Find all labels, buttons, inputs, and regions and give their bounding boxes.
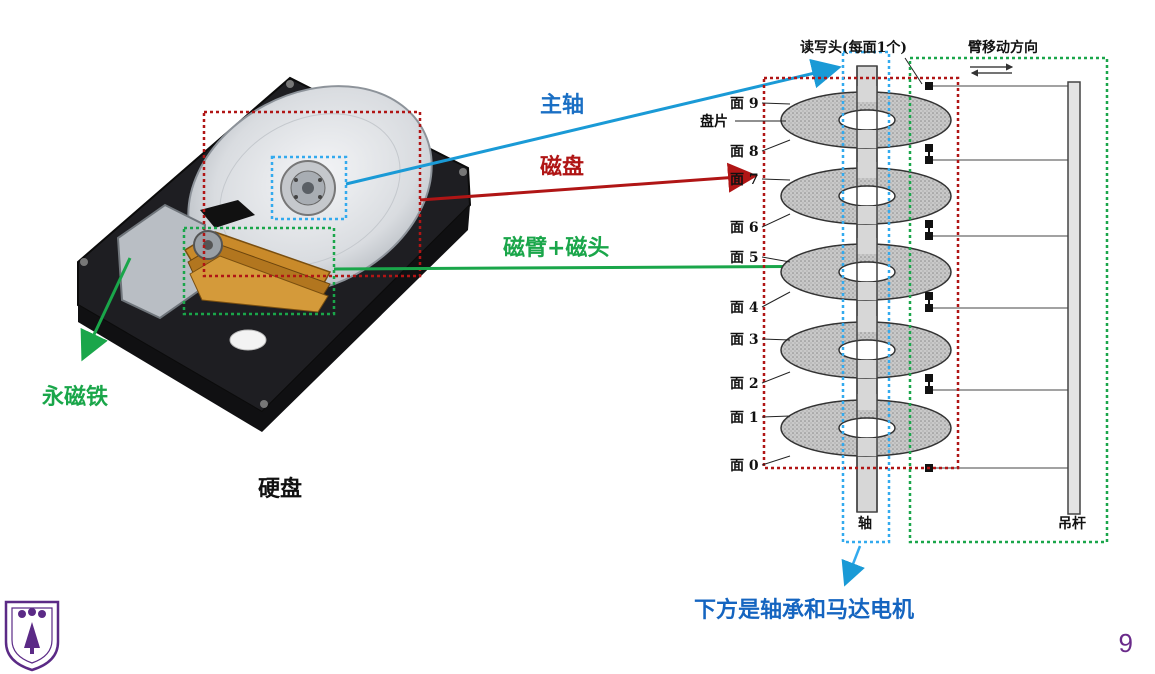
disk-schematic bbox=[780, 57, 1081, 515]
schematic-platter-box bbox=[762, 76, 960, 470]
arm-head-label: 磁臂+磁头 bbox=[503, 235, 609, 261]
platter-label: 磁盘 bbox=[540, 154, 584, 180]
surface-label: 面 2 bbox=[730, 376, 759, 392]
hdd-platter-box bbox=[202, 110, 422, 278]
page-number: 9 bbox=[1118, 628, 1133, 658]
platter-hole bbox=[838, 185, 896, 207]
spindle-label: 主轴 bbox=[540, 92, 584, 118]
axle-label: 轴 bbox=[858, 515, 872, 532]
hdd-arm-box bbox=[182, 226, 336, 316]
platter-diagram-label: 盘片 bbox=[700, 113, 728, 130]
surface-label: 面 6 bbox=[730, 220, 759, 236]
hanger-label: 吊杆 bbox=[1058, 515, 1086, 532]
schematic-axle-box bbox=[841, 50, 891, 544]
hdd-spindle-box bbox=[270, 155, 348, 221]
platter-hole bbox=[838, 417, 896, 439]
hdd-caption: 硬盘 bbox=[258, 476, 302, 502]
surface-label: 面 9 bbox=[730, 96, 759, 112]
surface-label: 面 0 bbox=[730, 458, 759, 474]
surface-label: 面 3 bbox=[730, 332, 759, 348]
platter-hole bbox=[838, 109, 896, 131]
university-logo bbox=[4, 600, 60, 672]
magnet-arrow bbox=[80, 257, 132, 362]
platter-arrow bbox=[419, 162, 758, 202]
surface-label: 面 8 bbox=[730, 144, 759, 160]
arm-direction-label: 臂移动方向 bbox=[968, 39, 1038, 56]
read-write-head bbox=[925, 82, 933, 90]
surface-label: 面 1 bbox=[730, 410, 759, 426]
magnet-label: 永磁铁 bbox=[42, 384, 108, 410]
platter-hole bbox=[838, 261, 896, 283]
hanger-rod bbox=[1067, 81, 1081, 515]
spindle-arrow bbox=[345, 58, 842, 186]
schematic-arm-box bbox=[908, 56, 1109, 544]
bottom-note: 下方是轴承和马达电机 bbox=[694, 597, 914, 623]
hard-disk-illustration bbox=[77, 76, 472, 432]
platter-hole bbox=[838, 339, 896, 361]
surface-label: 面 5 bbox=[730, 250, 759, 266]
surface-label: 面 7 bbox=[730, 172, 759, 188]
surface-label: 面 4 bbox=[730, 300, 759, 316]
hdd-chassis-side bbox=[78, 205, 470, 432]
rw-head-label: 读写头(每面1个) bbox=[800, 39, 907, 56]
axle-bottom-arrow bbox=[841, 545, 865, 587]
